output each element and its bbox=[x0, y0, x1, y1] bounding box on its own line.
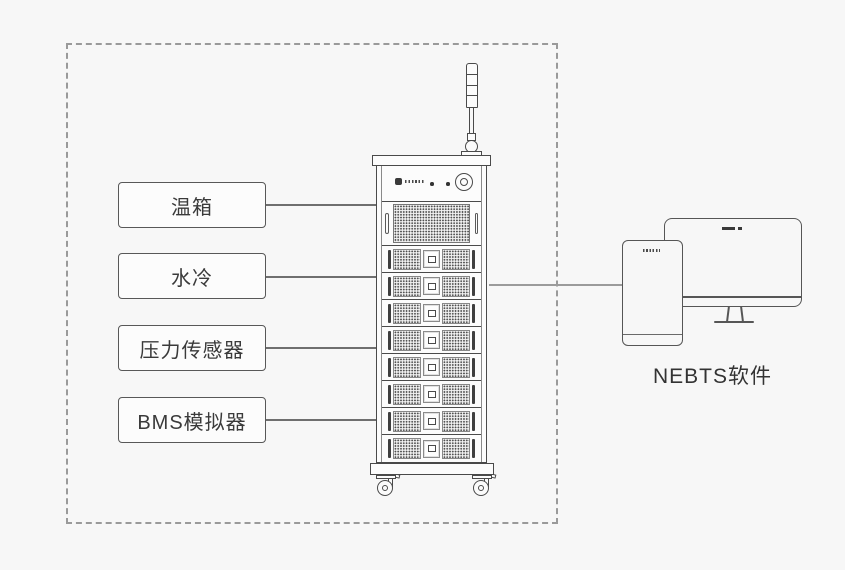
rack-module bbox=[382, 300, 481, 327]
module-handle bbox=[472, 439, 475, 458]
connector-line-pressure-sensor bbox=[266, 347, 376, 349]
connector-line-water-cooling bbox=[266, 276, 376, 278]
monitor-brand-mark bbox=[722, 227, 742, 230]
module-handle bbox=[472, 303, 475, 323]
component-label: BMS模拟器 bbox=[137, 411, 247, 434]
vent-handle-slot bbox=[474, 213, 478, 234]
module-display bbox=[423, 277, 440, 295]
module-handle bbox=[388, 411, 391, 431]
rack-modules bbox=[382, 246, 481, 462]
tower-light-pole bbox=[469, 108, 474, 135]
rack-module bbox=[382, 327, 481, 354]
module-handle bbox=[472, 276, 475, 296]
equipment-rack bbox=[376, 165, 487, 463]
module-grille bbox=[393, 383, 421, 405]
rack-header-panel bbox=[382, 166, 481, 202]
module-grille bbox=[442, 329, 470, 351]
rack-module bbox=[382, 246, 481, 273]
component-box-temperature-chamber: 温箱 bbox=[118, 182, 266, 228]
module-grille bbox=[393, 438, 421, 459]
led-indicator-icon bbox=[446, 182, 450, 186]
monitor-stand-leg bbox=[740, 306, 744, 322]
module-display bbox=[423, 250, 440, 268]
module-grille bbox=[442, 356, 470, 378]
module-handle bbox=[472, 357, 475, 377]
brand-logo-text bbox=[405, 180, 424, 183]
module-display bbox=[423, 304, 440, 322]
module-grille bbox=[393, 302, 421, 324]
module-handle bbox=[472, 384, 475, 404]
module-grille bbox=[442, 302, 470, 324]
mobile-device-icon bbox=[622, 240, 683, 346]
module-display bbox=[423, 358, 440, 376]
component-label: 水冷 bbox=[171, 267, 213, 290]
mobile-brand-mark bbox=[643, 249, 660, 252]
connector-line-temperature-chamber bbox=[266, 204, 376, 206]
vent-handle-slot bbox=[385, 213, 389, 234]
module-grille bbox=[393, 248, 421, 270]
monitor-bezel-line bbox=[665, 296, 801, 298]
rack-module bbox=[382, 354, 481, 381]
caster-wheel-icon bbox=[374, 473, 402, 500]
caster-wheel-icon bbox=[470, 473, 498, 500]
rack-module bbox=[382, 435, 481, 462]
component-label: 温箱 bbox=[171, 196, 213, 219]
rack-front-face bbox=[381, 166, 482, 462]
component-box-bms-simulator: BMS模拟器 bbox=[118, 397, 266, 443]
mobile-divider-line bbox=[623, 334, 682, 336]
rack-module bbox=[382, 381, 481, 408]
tower-light-icon bbox=[466, 63, 478, 108]
module-grille bbox=[442, 410, 470, 432]
module-display bbox=[423, 439, 440, 458]
monitor-icon bbox=[664, 218, 802, 307]
module-grille bbox=[393, 275, 421, 297]
module-display bbox=[423, 331, 440, 349]
power-knob-icon bbox=[455, 173, 473, 191]
rack-module bbox=[382, 408, 481, 435]
component-label: 压力传感器 bbox=[139, 339, 245, 362]
module-handle bbox=[472, 411, 475, 431]
module-grille bbox=[393, 410, 421, 432]
module-handle bbox=[388, 249, 391, 269]
component-box-water-cooling: 水冷 bbox=[118, 253, 266, 299]
module-handle bbox=[472, 249, 475, 269]
module-grille bbox=[442, 275, 470, 297]
module-display bbox=[423, 412, 440, 430]
system-boundary bbox=[66, 43, 558, 524]
connector-line-bms-simulator bbox=[266, 419, 376, 421]
module-handle bbox=[388, 384, 391, 404]
brand-logo-icon bbox=[395, 178, 402, 185]
rack-base bbox=[370, 463, 494, 475]
rack-module bbox=[382, 273, 481, 300]
connector-line-rack-to-computer bbox=[489, 284, 622, 286]
module-handle bbox=[388, 357, 391, 377]
monitor-stand-leg bbox=[726, 306, 730, 322]
module-handle bbox=[388, 439, 391, 458]
module-handle bbox=[388, 330, 391, 350]
component-box-pressure-sensor: 压力传感器 bbox=[118, 325, 266, 371]
led-indicator-icon bbox=[430, 182, 434, 186]
module-grille bbox=[393, 329, 421, 351]
module-grille bbox=[442, 248, 470, 270]
rack-top-cap bbox=[372, 155, 491, 166]
vent-grille bbox=[393, 204, 470, 243]
module-handle bbox=[472, 330, 475, 350]
module-grille bbox=[393, 356, 421, 378]
rack-vent-panel bbox=[382, 202, 481, 246]
module-handle bbox=[388, 276, 391, 296]
module-grille bbox=[442, 383, 470, 405]
software-label: NEBTS软件 bbox=[652, 365, 772, 388]
module-handle bbox=[388, 303, 391, 323]
module-display bbox=[423, 385, 440, 403]
module-grille bbox=[442, 438, 470, 459]
monitor-stand-base bbox=[714, 321, 754, 323]
